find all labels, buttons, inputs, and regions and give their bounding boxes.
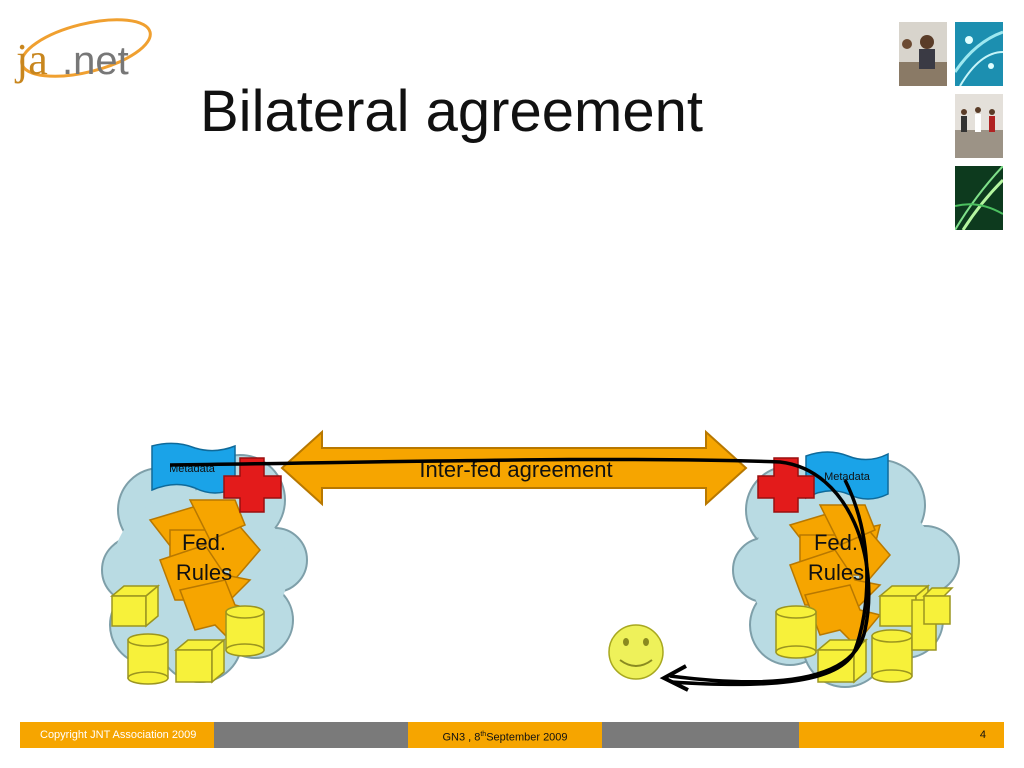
left-fed-rules-arrows [148, 499, 261, 642]
footer-event-suffix: September 2009 [486, 731, 568, 744]
right-fed-rules-line1: Fed. [814, 530, 858, 555]
logo-text-net: .net [62, 39, 129, 83]
arrowhead-icon [659, 664, 689, 692]
footer-page-number: 4 [799, 722, 1004, 748]
footer-spacer-2 [602, 722, 799, 748]
footer-event: GN3 , 8thSeptember 2009 [408, 722, 602, 748]
photo-thumbnail-fibre [955, 166, 1003, 230]
right-red-cross-icon [757, 457, 815, 513]
right-metadata-label: Metadata [824, 471, 871, 483]
janet-logo: ja .net [14, 18, 152, 84]
smiley-user-icon [608, 624, 664, 680]
photo-thumbnail-meeting [955, 94, 1003, 158]
left-fed-rules-line1: Fed. [182, 530, 226, 555]
page-title: Bilateral agreement [200, 79, 703, 144]
photo-thumbnail-people [899, 22, 947, 86]
left-fed-rules-line2: Rules [176, 560, 232, 585]
right-fed-rules-line2: Rules [808, 560, 864, 585]
footer-bar: Copyright JNT Association 2009 GN3 , 8th… [20, 722, 1004, 748]
footer-event-prefix: GN3 , 8 [442, 731, 481, 744]
footer-copyright: Copyright JNT Association 2009 [20, 722, 214, 748]
left-red-cross-icon [223, 457, 282, 513]
footer-event-sup: th [480, 731, 487, 738]
logo-text-ja: ja [14, 35, 48, 84]
photo-thumbnail-network [955, 22, 1003, 86]
footer-spacer-1 [214, 722, 408, 748]
metadata-flow-lines [169, 457, 871, 687]
inter-fed-agreement-arrow [280, 429, 748, 507]
left-data-stores [109, 584, 265, 685]
